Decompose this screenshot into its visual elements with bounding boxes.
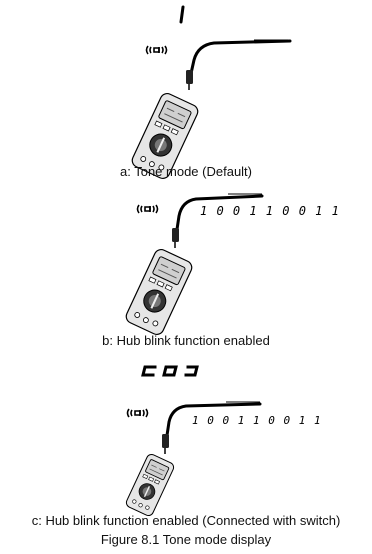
- tone-speaker-icon: [126, 408, 149, 418]
- panel-c-illustration: 1 0 0 1 1 0 0 1 1: [125, 365, 322, 517]
- cable-probe-icon: [162, 401, 262, 454]
- lcd-segment-icon: [179, 5, 185, 24]
- cable-probe-icon: [172, 193, 264, 248]
- multimeter-icon: [125, 248, 193, 336]
- lcd-segment-icon: [141, 365, 199, 377]
- tone-speaker-icon: [136, 204, 159, 214]
- panel-a-caption: a: Tone mode (Default): [120, 164, 252, 179]
- multimeter-icon: [131, 92, 199, 180]
- panel-a: a: Tone mode (Default): [0, 0, 372, 182]
- panel-b-caption: b: Hub blink function enabled: [102, 333, 270, 348]
- panel-c-caption: c: Hub blink function enabled (Connected…: [31, 513, 341, 528]
- multimeter-icon: [125, 453, 175, 517]
- tone-speaker-icon: [145, 45, 168, 55]
- figure-title: Figure 8.1 Tone mode display: [100, 532, 272, 547]
- panel-c: 1 0 0 1 1 0 0 1 1 c: Hub blink function …: [0, 352, 372, 554]
- panel-b: 1 0 0 1 1 0 0 1 1 b: Hub blink function …: [0, 182, 372, 352]
- cable-probe-icon: [186, 39, 292, 90]
- panel-a-illustration: [131, 5, 292, 180]
- panel-b-illustration: 1 0 0 1 1 0 0 1 1: [125, 193, 340, 336]
- cable-bit-pattern: 1 0 0 1 1 0 0 1 1: [200, 204, 340, 218]
- cable-bit-pattern: 1 0 0 1 1 0 0 1 1: [192, 414, 322, 427]
